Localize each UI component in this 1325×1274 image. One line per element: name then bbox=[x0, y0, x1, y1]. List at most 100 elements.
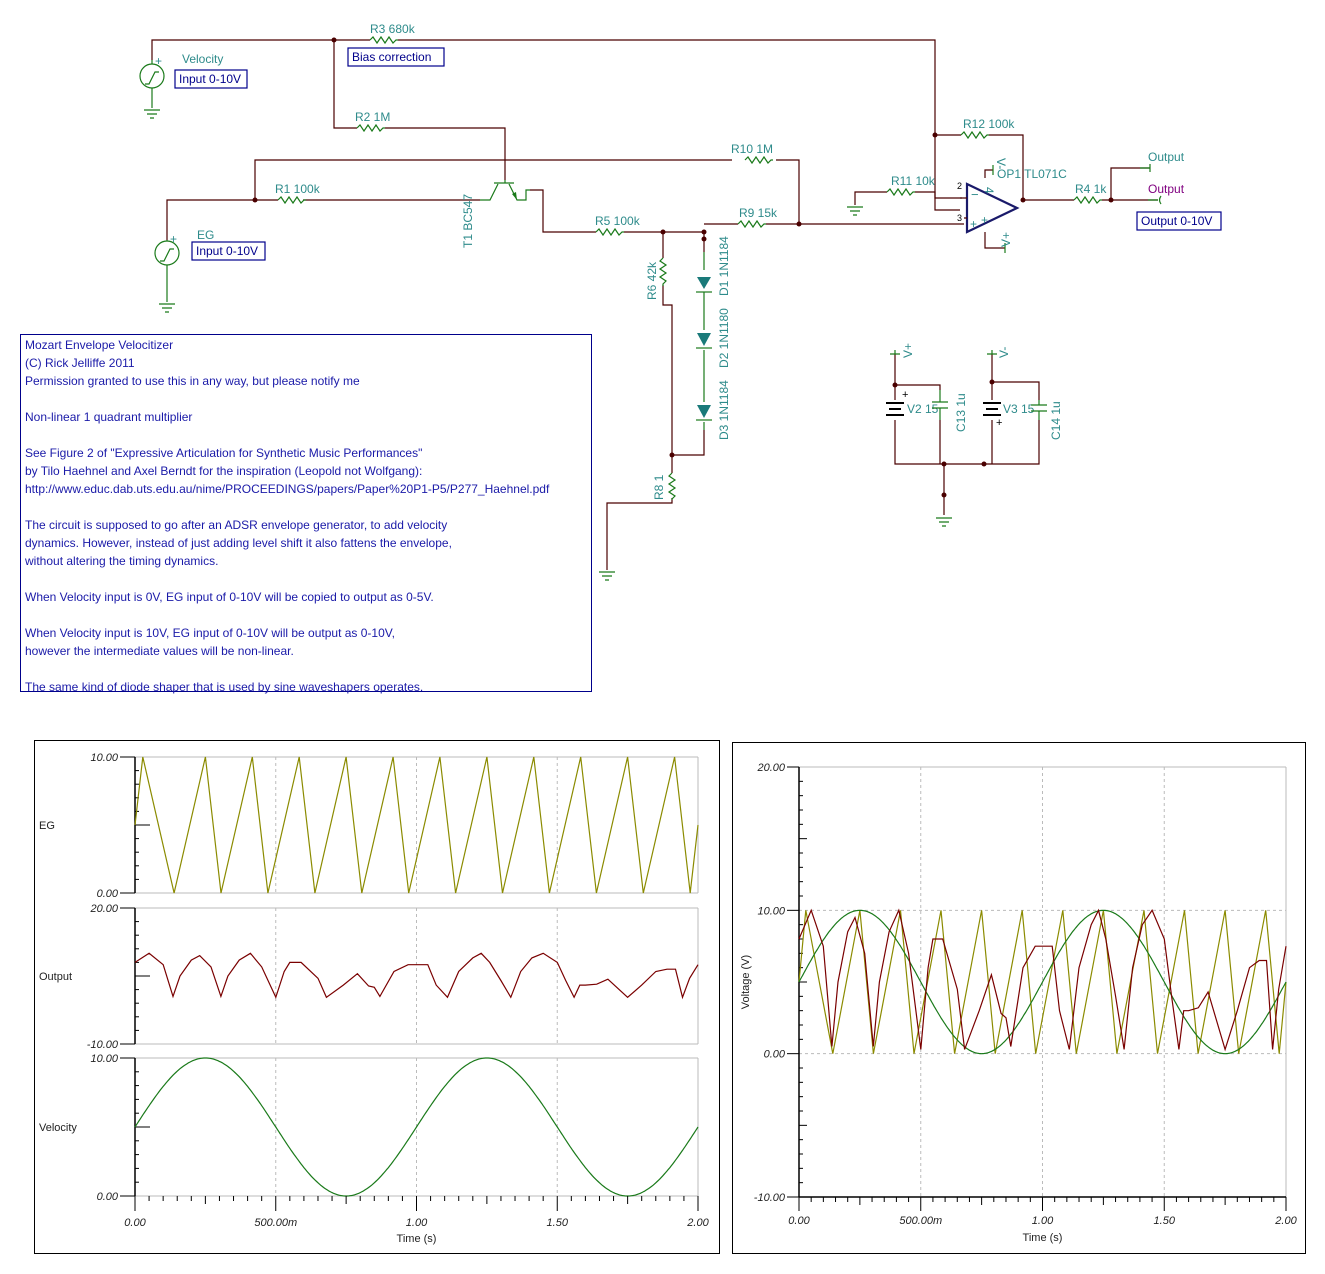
note-line: Non-linear 1 quadrant multiplier bbox=[25, 410, 193, 424]
r11-label: R11 10k bbox=[891, 174, 936, 188]
plus-sign: + bbox=[170, 232, 177, 246]
resistor-r6[interactable]: R6 42k bbox=[645, 257, 668, 300]
resistor-r9[interactable]: R9 15k bbox=[737, 206, 778, 229]
pin-2-label: 2 bbox=[957, 181, 962, 191]
diode-d1[interactable]: D1 1N1184 bbox=[696, 236, 731, 312]
supply-v3[interactable]: V- + V3 15 bbox=[983, 347, 1035, 429]
ground-icon bbox=[144, 109, 160, 119]
x-axis-title: Time (s) bbox=[397, 1233, 437, 1245]
x-tick-label: 1.50 bbox=[547, 1217, 569, 1229]
plus-sign: + bbox=[155, 54, 162, 68]
x-tick-label: 1.00 bbox=[1032, 1215, 1054, 1227]
junction-node bbox=[1020, 197, 1026, 203]
y-axis-title: Voltage (V) bbox=[740, 955, 752, 1009]
note-line: When Velocity input is 0V, EG input of 0… bbox=[25, 590, 434, 604]
vplus-pin-sign: + bbox=[981, 213, 988, 227]
transistor-t1[interactable]: T1 BC547 bbox=[461, 180, 530, 248]
y-tick-label-max: 10.00 bbox=[90, 1053, 118, 1065]
v2-label: V2 15 bbox=[907, 402, 939, 416]
schematic-canvas: R3 680k Bias correction R2 1M R1 100k R1… bbox=[139, 22, 1222, 581]
op-vplus-label: V+ bbox=[999, 232, 1013, 247]
note-line: See Figure 2 of "Expressive Articulation… bbox=[25, 446, 423, 460]
resistor-r8[interactable]: R8 1 bbox=[652, 472, 677, 500]
opamp-op1[interactable]: 2 3 4 − + + V- OP1 TL071C V+ bbox=[957, 158, 1067, 253]
eg-label: EG bbox=[197, 228, 214, 242]
velocity-label: Velocity bbox=[182, 52, 223, 66]
note-line: by Tilo Haehnel and Axel Berndt for the … bbox=[25, 464, 423, 478]
note-line: however the intermediate values will be … bbox=[25, 644, 294, 658]
junction-node bbox=[941, 492, 947, 498]
diode-d2[interactable]: D2 1N1180 bbox=[696, 308, 731, 374]
junction-node bbox=[701, 229, 707, 235]
output-label-1: Output bbox=[1148, 150, 1185, 164]
resistor-r5[interactable]: R5 100k bbox=[595, 214, 641, 237]
output-box: Output 0-10V bbox=[1136, 211, 1222, 231]
series-line-velocity bbox=[134, 1057, 699, 1197]
op1-label: OP1 TL071C bbox=[997, 167, 1067, 181]
junction-node bbox=[669, 452, 675, 458]
panel-label: Output bbox=[39, 971, 72, 983]
y-tick-label: 0.00 bbox=[764, 1049, 786, 1061]
r3-label: R3 680k bbox=[370, 22, 416, 36]
eg-input-label: Input 0-10V bbox=[196, 244, 258, 258]
ground-icon bbox=[159, 303, 175, 313]
junction-node bbox=[1108, 197, 1114, 203]
op-vminus-label: V- bbox=[994, 158, 1008, 169]
capacitor-c14[interactable]: C14 1u bbox=[1031, 400, 1063, 440]
resistor-r12[interactable]: R12 100k bbox=[960, 117, 1015, 140]
t1-label: T1 BC547 bbox=[461, 194, 475, 248]
output-terminal-1[interactable]: Output bbox=[1140, 150, 1185, 172]
d3-label: D3 1N1184 bbox=[717, 380, 731, 440]
capacitor-c13[interactable]: C13 1u bbox=[932, 390, 968, 432]
y-tick-label: 10.00 bbox=[757, 905, 785, 917]
junction-nodes bbox=[252, 37, 1114, 498]
bias-correction-label: Bias correction bbox=[352, 50, 431, 64]
output-terminal-2[interactable]: Output bbox=[1148, 182, 1185, 205]
opamp-triangle-icon bbox=[965, 182, 1020, 234]
supply-v2[interactable]: V+ + V2 15 bbox=[886, 343, 939, 416]
r1-label: R1 100k bbox=[275, 182, 321, 196]
resistor-r3[interactable]: R3 680k bbox=[369, 22, 416, 45]
diode-icon bbox=[697, 333, 711, 346]
junction-node bbox=[981, 461, 987, 467]
note-line: (C) Rick Jelliffe 2011 bbox=[25, 356, 135, 370]
output-label-2: Output bbox=[1148, 182, 1185, 196]
r2-label: R2 1M bbox=[355, 110, 390, 124]
note-line: Permission granted to use this in any wa… bbox=[25, 374, 360, 388]
x-axis-title: Time (s) bbox=[1023, 1232, 1063, 1244]
r5-label: R5 100k bbox=[595, 214, 641, 228]
series-line-eg bbox=[134, 756, 699, 894]
x-tick-label: 0.00 bbox=[788, 1215, 810, 1227]
y-tick-label: -10.00 bbox=[754, 1192, 786, 1204]
note-line bbox=[25, 660, 587, 678]
v3-plus-sign: + bbox=[996, 417, 1002, 429]
eg-source[interactable]: + EG bbox=[154, 228, 214, 313]
resistor-r11[interactable]: R11 10k bbox=[886, 174, 936, 197]
note-line bbox=[25, 390, 587, 408]
note-line bbox=[25, 570, 587, 588]
note-line bbox=[25, 426, 587, 444]
ground-icon bbox=[847, 206, 863, 216]
junction-node bbox=[796, 221, 802, 227]
note-line: dynamics. However, instead of just addin… bbox=[25, 536, 452, 550]
x-tick-label: 2.00 bbox=[686, 1217, 709, 1229]
series-line-output bbox=[798, 908, 1287, 1052]
note-line: http://www.educ.dab.uts.edu.au/nime/PROC… bbox=[25, 482, 550, 496]
resistor-r4[interactable]: R4 1k bbox=[1073, 182, 1107, 205]
r4-label: R4 1k bbox=[1075, 182, 1107, 196]
x-tick-label: 1.00 bbox=[406, 1217, 428, 1229]
eg-input-box: Input 0-10V bbox=[191, 241, 266, 261]
note-line bbox=[25, 606, 587, 624]
resistor-r2[interactable]: R2 1M bbox=[355, 110, 390, 133]
d1-label: D1 1N1184 bbox=[717, 236, 731, 296]
x-tick-label: 0.00 bbox=[124, 1217, 146, 1229]
x-tick-label: 1.50 bbox=[1154, 1215, 1176, 1227]
velocity-source[interactable]: + Velocity bbox=[139, 52, 223, 119]
diode-d3[interactable]: D3 1N1184 bbox=[696, 374, 731, 440]
resistor-r1[interactable]: R1 100k bbox=[275, 182, 321, 205]
resistor-r10[interactable]: R10 1M bbox=[731, 142, 773, 165]
